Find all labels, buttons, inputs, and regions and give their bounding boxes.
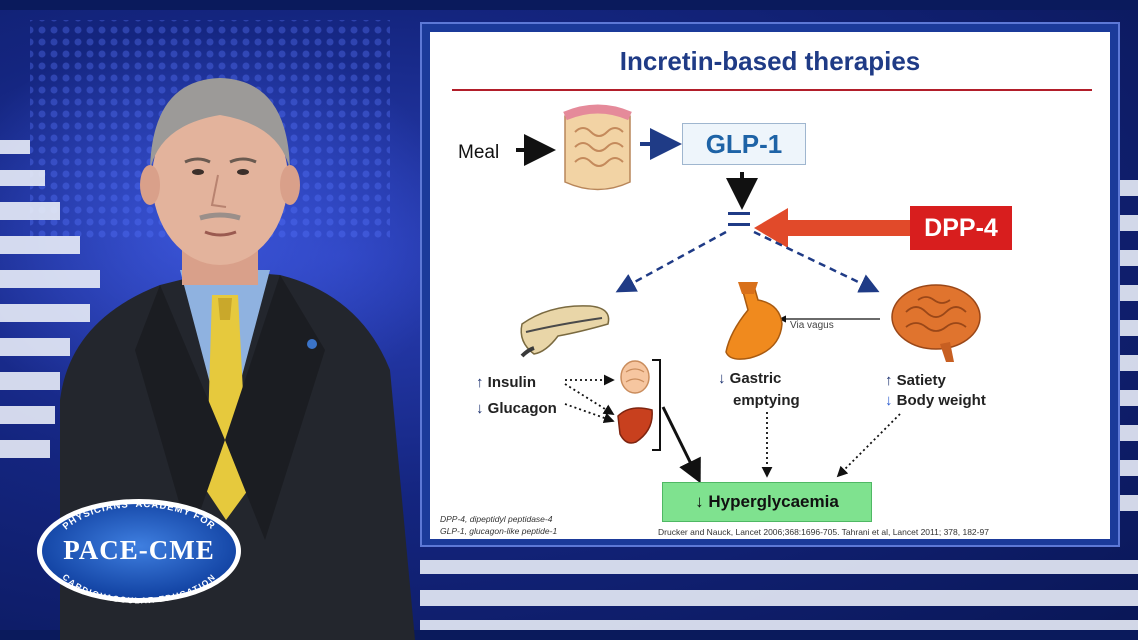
- dpp4-inhibition-arrow: [754, 208, 910, 248]
- pace-cme-logo: PHYSICIANS' ACADEMY FOR CARDIOVASCULAR E…: [34, 497, 244, 605]
- body-weight-text: Body weight: [896, 392, 986, 409]
- to-pancreas-dashed-arrow: [615, 230, 727, 293]
- title-divider: [452, 89, 1092, 91]
- organ-bracket: [652, 359, 661, 451]
- alpha-cell-icon: [620, 360, 650, 394]
- glucagon-label: ↓ Glucagon: [476, 400, 557, 417]
- reference-citation: Drucker and Nauck, Lancet 2006;368:1696-…: [658, 527, 989, 537]
- hyperglycaemia-outcome-box: ↓ Hyperglycaemia: [662, 482, 872, 522]
- logo-emblem: PHYSICIANS' ACADEMY FOR CARDIOVASCULAR E…: [37, 499, 241, 605]
- intestine-icon: [563, 104, 632, 191]
- bracket-to-outcome-arrow: [661, 406, 701, 484]
- stomach-icon: [725, 282, 783, 360]
- body-weight-label: ↓ Body weight: [885, 392, 986, 409]
- glucagon-down-arrow: ↓: [476, 400, 484, 417]
- insulin-label: ↑ Insulin: [476, 374, 536, 391]
- insulin-up-arrow: ↑: [476, 374, 484, 391]
- glucagon-text: Glucagon: [487, 400, 557, 417]
- satiety-label: ↑ Satiety: [885, 372, 946, 389]
- body-weight-down-arrow: ↓: [885, 392, 893, 409]
- via-vagus-label: Via vagus: [790, 320, 834, 331]
- logo-main-text: PACE-CME: [63, 535, 215, 565]
- satiety-text: Satiety: [896, 372, 946, 389]
- emptying-label: emptying: [733, 392, 800, 409]
- glucagon-to-liver-arrow: [564, 403, 615, 424]
- gastric-text: Gastric: [729, 370, 782, 387]
- meal-label: Meal: [458, 142, 500, 163]
- brain-icon: [891, 284, 981, 362]
- abbreviation-dpp4: DPP-4, dipeptidyl peptidase-4: [440, 514, 553, 524]
- gastric-down-arrow: ↓: [718, 370, 726, 387]
- to-brain-dashed-arrow: [753, 230, 880, 293]
- liver-icon: [617, 407, 653, 444]
- insulin-to-liver-arrow: [564, 383, 615, 415]
- gastric-label: ↓ Gastric: [718, 370, 781, 387]
- glp1-box: GLP-1: [682, 123, 806, 165]
- insulin-text: Insulin: [487, 374, 537, 391]
- pancreas-icon: [520, 305, 610, 358]
- brain-to-outcome-arrow: [836, 413, 901, 478]
- abbreviation-glp1: GLP-1, glucagon-like peptide-1: [440, 526, 558, 536]
- satiety-up-arrow: ↑: [885, 372, 893, 389]
- inactivation-equals-icon: [728, 212, 750, 226]
- presentation-slide: Incretin-based therapies: [420, 22, 1120, 547]
- slide-title: Incretin-based therapies: [619, 46, 921, 76]
- slide-canvas: Incretin-based therapies: [430, 32, 1110, 539]
- dpp4-box: DPP-4: [910, 206, 1012, 250]
- diagram-connectors: [516, 104, 981, 484]
